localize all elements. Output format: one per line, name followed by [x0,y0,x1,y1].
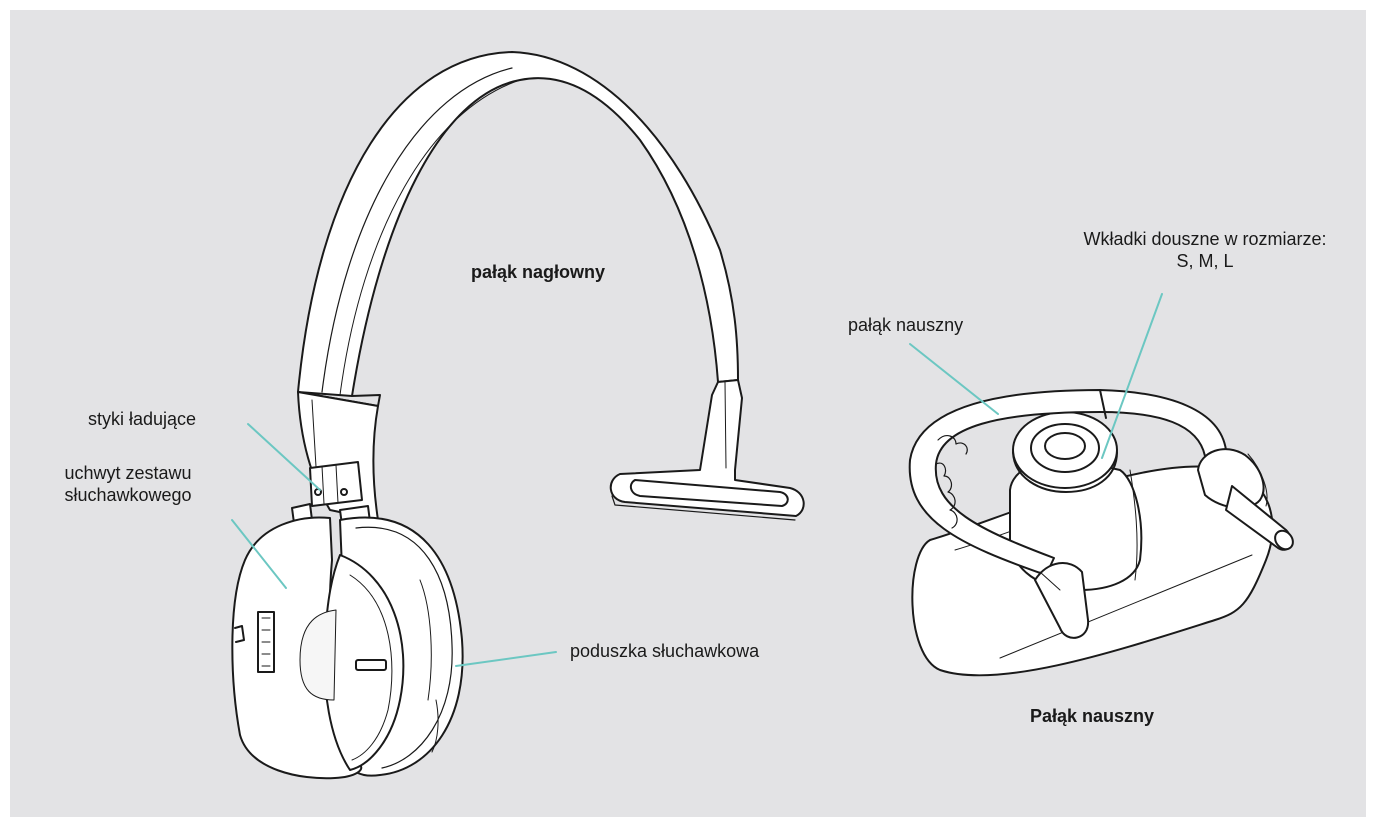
headset-holder-label-line2: słuchawkowego [28,484,228,506]
ear-adapters-leader [1102,294,1162,458]
earhook-title: Pałąk nauszny [1030,705,1154,727]
ear-adapters-label: Wkładki douszne w rozmiarze: S, M, L [1070,228,1340,272]
charging-contacts-label: styki ładujące [88,408,196,430]
ear-cushion-label: poduszka słuchawkowa [570,640,759,662]
ear-adapters-label-line2: S, M, L [1070,250,1340,272]
headset-holder-label: uchwyt zestawu słuchawkowego [28,462,228,506]
earhook-illustration [910,390,1297,675]
ear-hook-label: pałąk nauszny [848,314,963,336]
diagram-figure: pałąk nagłowny styki ładujące uchwyt zes… [10,10,1366,817]
headset-holder-label-line1: uchwyt zestawu [28,462,228,484]
headband-illustration [298,52,804,520]
cushion-leader [456,652,556,666]
headband-title: pałąk nagłowny [471,261,605,283]
ear-hook-leader [910,344,998,414]
ear-adapters-label-line1: Wkładki douszne w rozmiarze: [1070,228,1340,250]
headset-earcup-illustration [232,462,462,778]
diagram-illustration [10,10,1366,817]
